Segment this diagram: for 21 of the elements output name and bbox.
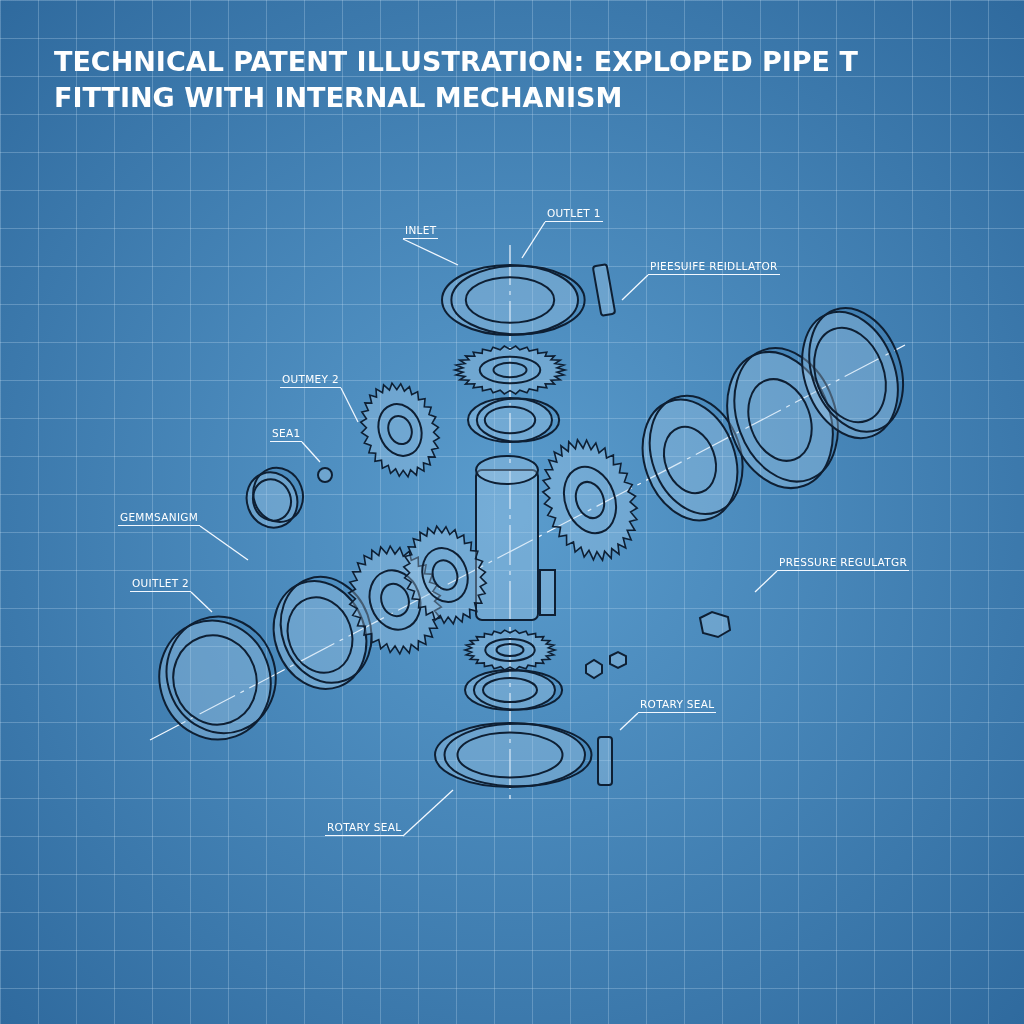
part-label: OUITLET 2 [130,577,192,592]
part-label: PRESSURE REGULATGR [777,556,909,571]
leader-line [190,591,213,613]
leader-line [402,789,454,837]
part-label: INLET [403,224,439,239]
leader-line [754,570,778,593]
part-label: GEMMSANIGM [118,511,201,526]
leader-line [619,712,639,731]
title: TECHNICAL PATENT ILLUSTRATION: EXPLOPED PIPE T FITTING WITH INTERNAL MECHANISM [54,45,859,115]
leader-line [621,274,649,301]
leader-line [199,525,249,561]
leader-line [340,387,359,423]
part-label: OUTMEY 2 [280,373,341,388]
part-label: ROTARY SEAL [638,698,717,713]
leader-line [521,221,546,259]
part-label: ROTARY SEAL [325,821,404,836]
leader-line [301,441,321,463]
part-label: PIEESUIFE REIDLLATOR [648,260,780,275]
part-label: SEA1 [270,427,303,442]
leader-line [402,238,459,266]
part-label: OUTLET 1 [545,207,603,222]
